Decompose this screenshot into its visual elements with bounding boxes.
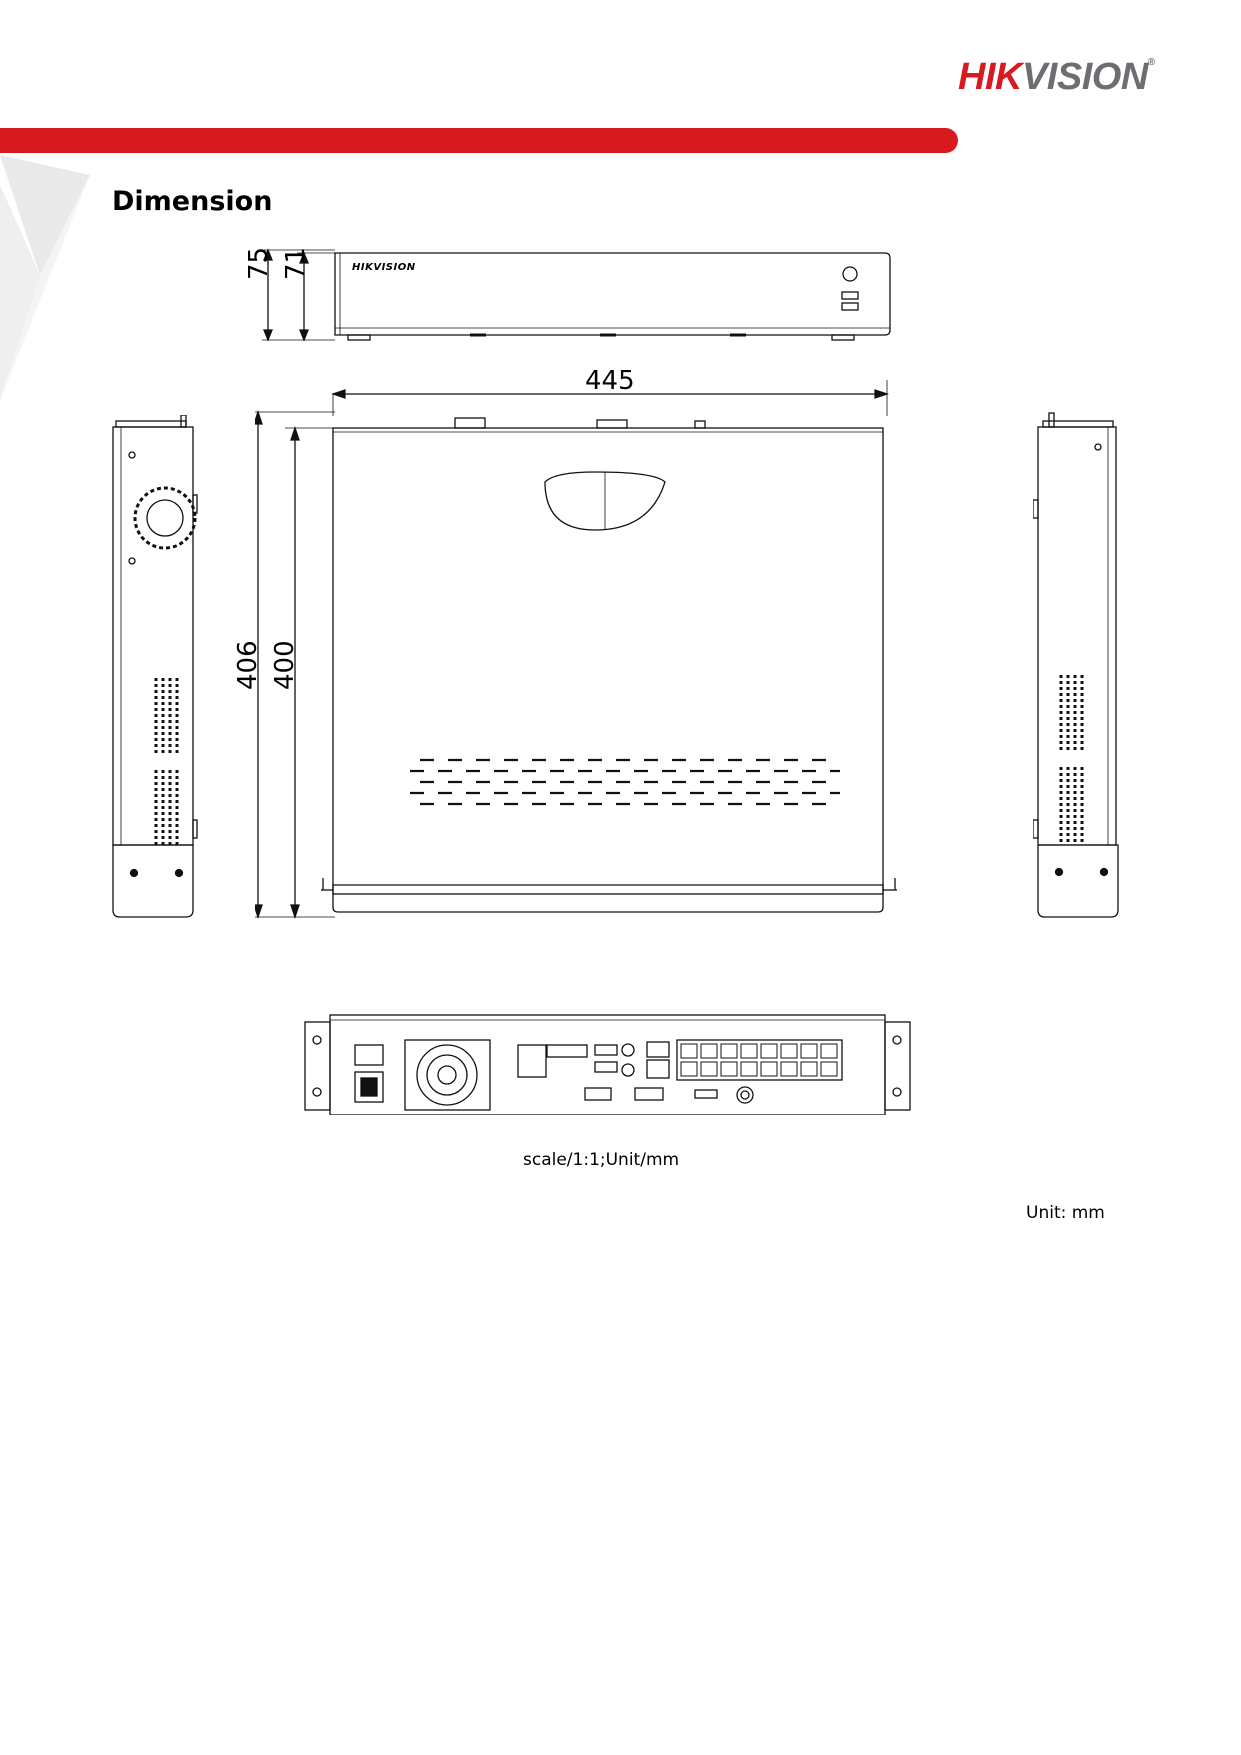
front-dimension-75: 75 bbox=[244, 246, 274, 280]
header-red-bar bbox=[0, 128, 958, 153]
scale-note: scale/1:1;Unit/mm bbox=[523, 1150, 680, 1170]
depth-dimension-400: 400 bbox=[270, 640, 300, 690]
unit-note: Unit: mm bbox=[1026, 1203, 1105, 1223]
front-view-drawing bbox=[262, 248, 891, 342]
depth-dimension-406: 406 bbox=[233, 640, 263, 690]
right-side-view-drawing bbox=[1033, 412, 1119, 918]
width-dimension-445: 445 bbox=[585, 366, 635, 396]
front-dimension-71: 71 bbox=[281, 246, 311, 280]
hikvision-logo: HIKVISION® bbox=[958, 56, 1155, 98]
corner-decoration bbox=[0, 155, 90, 400]
left-side-view-drawing bbox=[112, 415, 198, 918]
width-dimension-line bbox=[331, 380, 889, 416]
front-panel-logo: HIKVISION bbox=[352, 262, 416, 273]
top-view-drawing bbox=[255, 410, 897, 920]
section-title: Dimension bbox=[112, 186, 273, 217]
rear-view-drawing bbox=[304, 1014, 911, 1115]
